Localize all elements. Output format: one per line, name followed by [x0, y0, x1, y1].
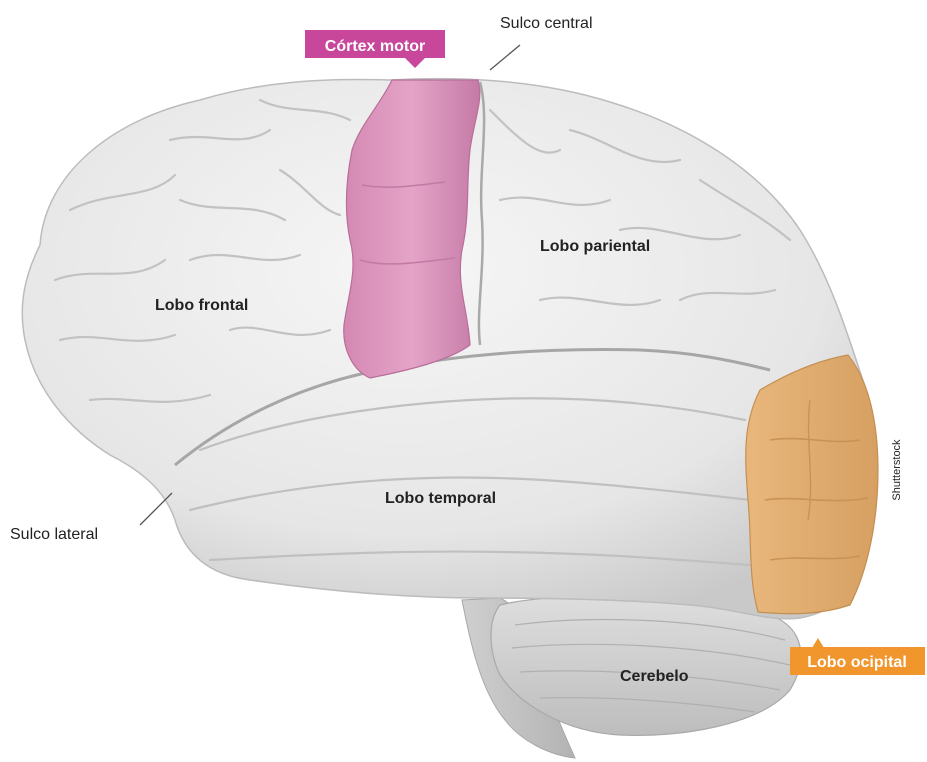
motor-cortex-region: [344, 80, 480, 378]
temporal-lobe-label: Lobo temporal: [385, 490, 496, 507]
occipital-lobe-tag: Lobo ocipital: [790, 638, 925, 675]
frontal-lobe-label: Lobo frontal: [155, 297, 248, 314]
image-credit: Shutterstock: [891, 439, 903, 501]
central-sulcus-leader: [490, 45, 520, 70]
occipital-lobe-region: [746, 355, 878, 614]
lateral-sulcus-label: Sulco lateral: [10, 526, 98, 543]
central-sulcus-label: Sulco central: [500, 15, 593, 32]
motor-cortex-label: Córtex motor: [325, 38, 425, 55]
cerebellum-label: Cerebelo: [620, 668, 689, 685]
motor-cortex-tag: Córtex motor: [305, 30, 445, 68]
occipital-lobe-label: Lobo ocipital: [807, 654, 907, 671]
parietal-lobe-label: Lobo pariental: [540, 238, 650, 255]
lateral-sulcus-leader: [140, 493, 172, 525]
